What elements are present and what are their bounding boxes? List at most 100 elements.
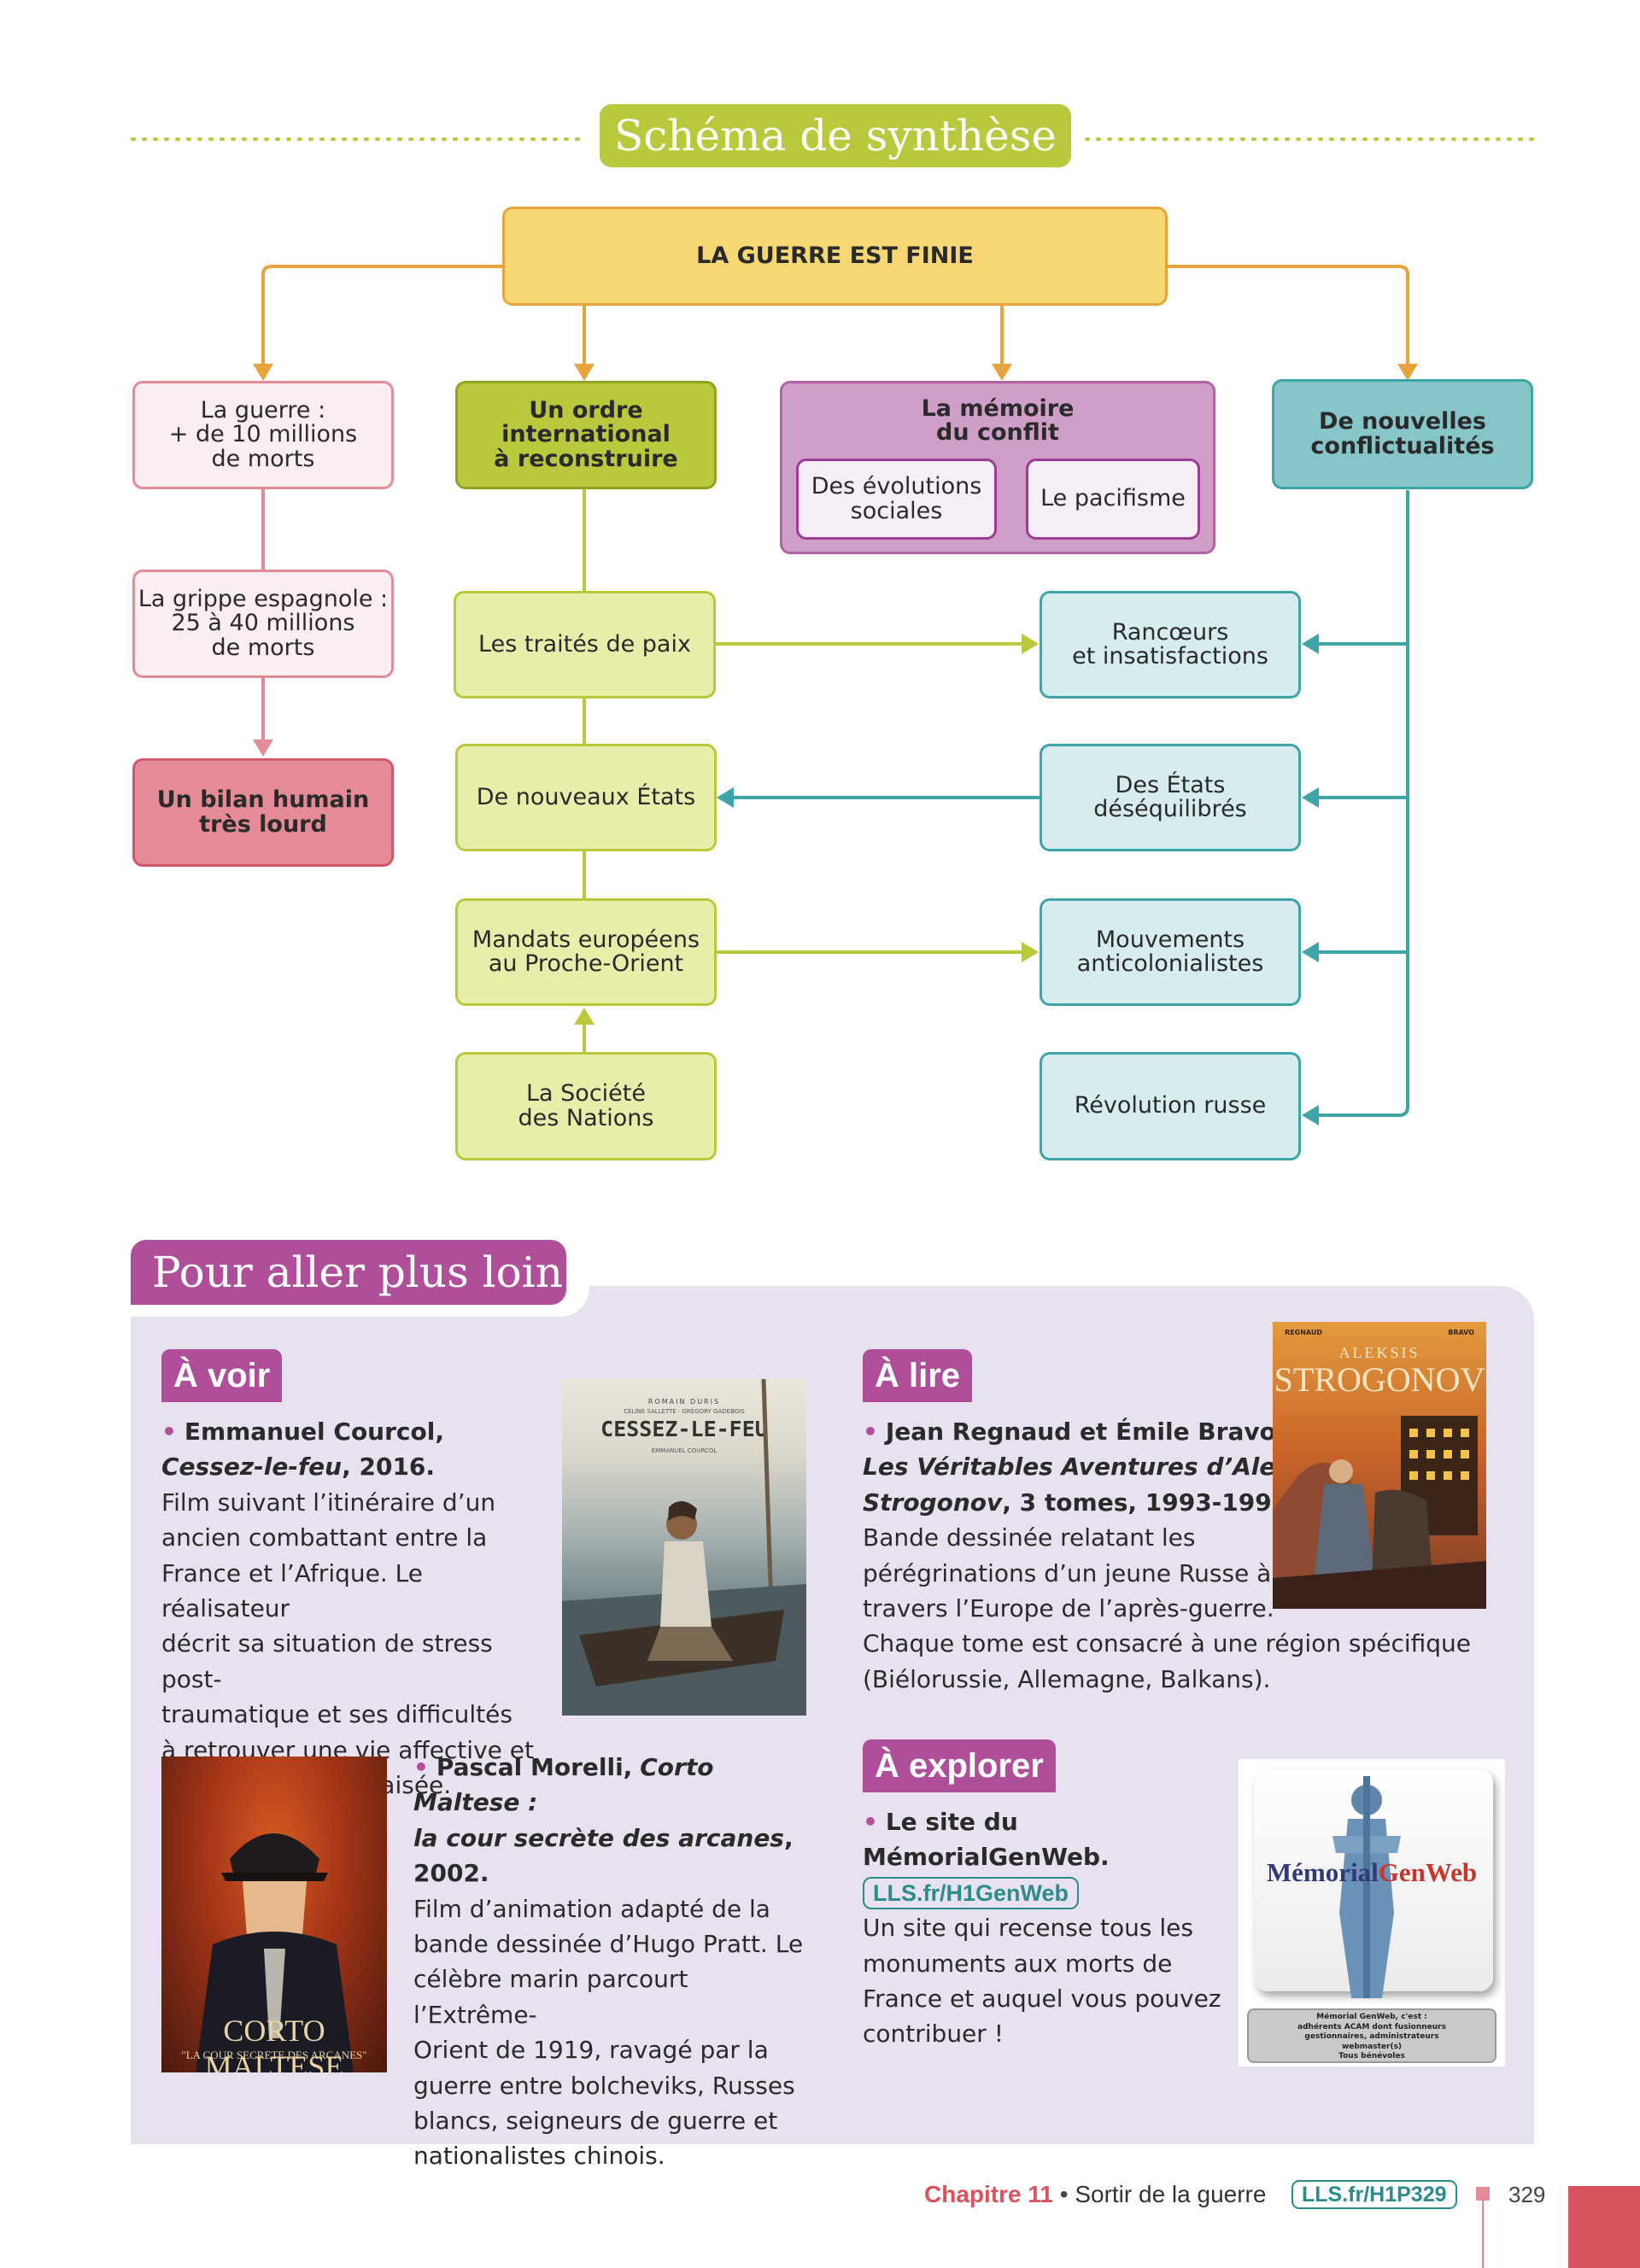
logo-caption: Mémorial GenWeb, c'est : adhérents ACAM … [1247, 2008, 1496, 2063]
node-line: Rancœurs [1112, 621, 1229, 645]
a-voir-item-2: • Pascal Morelli, Corto Maltese : la cou… [413, 1750, 815, 2174]
desc-line: bande dessinée d’Hugo Pratt. Le [413, 1926, 815, 1961]
node-grippe: La grippe espagnole : 25 à 40 millions d… [132, 570, 394, 678]
footer-marker [1476, 2187, 1490, 2201]
desc-line: Film d’animation adapté de la [413, 1891, 815, 1926]
node-guerre-morts: La guerre : + de 10 millions de morts [132, 381, 394, 489]
footer-line: Chapitre 11 • Sortir de la guerre [924, 2177, 1266, 2212]
node-line: La guerre : [201, 399, 325, 423]
bullet: • [863, 1808, 878, 1836]
a-explorer-item: • Le site du MémorialGenWeb. LLS.fr/H1Ge… [863, 1804, 1239, 2052]
node-line: Un bilan humain [157, 788, 370, 812]
genweb-link[interactable]: LLS.fr/H1GenWeb [863, 1877, 1079, 1909]
node-line: des Nations [518, 1107, 654, 1131]
node-line: anticolonialistes [1077, 952, 1264, 976]
footer-marker-stem [1482, 2201, 1484, 2268]
desc-line: Un site qui recense tous les [863, 1910, 1239, 1945]
work-title-2: la cour secrète des arcanes [413, 1824, 784, 1852]
node-line: La Société [526, 1082, 646, 1106]
node-line: à reconstruire [494, 447, 677, 471]
synthesis-title: Schéma de synthèse [600, 104, 1071, 167]
logo-text-part2: GenWeb [1379, 1857, 1477, 1887]
logo-text-part1: Mémorial [1267, 1857, 1379, 1887]
node-line: De nouveaux États [477, 786, 695, 810]
node-line: et insatisfactions [1072, 645, 1268, 669]
page-number: 329 [1508, 2177, 1545, 2212]
node-traites: Les traités de paix [454, 591, 716, 699]
node-line: du conflit [936, 421, 1059, 445]
desc-line: contribuer ! [863, 2016, 1239, 2051]
desc-line: traumatique et ses difficultés [161, 1697, 554, 1732]
footer-separator: • [1053, 2181, 1075, 2207]
node-line: de morts [212, 636, 315, 660]
node-pacifisme: Le pacifisme [1026, 459, 1200, 540]
desc-line: célèbre marin parcourt l’Extrême- [413, 1961, 815, 2032]
node-line: de morts [212, 447, 315, 471]
node-nouveaux-etats: De nouveaux États [455, 744, 717, 851]
footer-red-tab [1568, 2186, 1640, 2268]
node-line: Révolution russe [1075, 1094, 1267, 1118]
site-title: Le site du MémorialGenWeb. [863, 1808, 1110, 1871]
cessez-le-feu-poster: ROMAIN DURIS CÉLINE SALLETTE · GRÉGORY G… [562, 1379, 806, 1716]
root-node: LA GUERRE EST FINIE [502, 207, 1168, 306]
node-line: conflictualités [1310, 435, 1494, 459]
node-line: très lourd [199, 813, 327, 837]
bullet: • [863, 1418, 878, 1446]
caption-line: Mémorial GenWeb, c'est : [1249, 2013, 1495, 2023]
node-line: Des États [1116, 774, 1226, 798]
desc-line: France et auquel vous pouvez [863, 1981, 1239, 2016]
strogonov-cover: REGNAUD BRAVO ALEKSIS STROGONOV [1273, 1322, 1486, 1609]
caption-line: webmaster(s) [1249, 2043, 1495, 2053]
work-title: Cessez-le-feu [161, 1453, 342, 1481]
cover-illustration [1273, 1322, 1486, 1609]
desc-line: Orient de 1919, ravagé par la [413, 2032, 815, 2067]
author: Jean Regnaud et Émile Bravo, [886, 1418, 1286, 1446]
node-line: déséquilibrés [1093, 798, 1247, 821]
node-ordre: Un ordre international à reconstruire [455, 381, 717, 489]
desc-line: blancs, seigneurs de guerre et [413, 2103, 815, 2138]
caption-line: gestionnaires, administrateurs [1249, 2032, 1495, 2043]
node-etats-desequilibres: Des États déséquilibrés [1040, 744, 1301, 851]
footer-link[interactable]: LLS.fr/H1P329 [1292, 2180, 1457, 2209]
further-title: Pour aller plus loin [152, 1240, 563, 1305]
node-line: 25 à 40 millions [171, 611, 354, 635]
author: Emmanuel Courcol, [184, 1418, 444, 1446]
node-line: + de 10 millions [169, 423, 357, 447]
poster-illustration [562, 1379, 806, 1716]
node-conflictualites: De nouvelles conflictualités [1272, 379, 1533, 489]
footer-chapter-title: Sortir de la guerre [1075, 2181, 1266, 2207]
node-line: Un ordre [529, 399, 642, 423]
node-sdn: La Société des Nations [455, 1052, 717, 1160]
node-line: De nouvelles [1319, 410, 1486, 434]
memorialgenweb-logo: MémorialGenWeb Mémorial GenWeb, c'est : … [1239, 1759, 1505, 2066]
desc-line: décrit sa situation de stress post- [161, 1626, 554, 1697]
caption-line: adhérents ACAM dont fusionneurs [1249, 2023, 1495, 2033]
node-line: au Proche-Orient [489, 952, 683, 976]
work-year: , 2016. [342, 1453, 435, 1481]
node-mandats: Mandats européens au Proche-Orient [455, 898, 717, 1006]
node-evolutions: Des évolutions sociales [796, 459, 997, 540]
node-revolution: Révolution russe [1040, 1052, 1301, 1160]
caption-line: Tous bénévoles [1249, 2052, 1495, 2062]
node-rancoeurs: Rancœurs et insatisfactions [1040, 591, 1301, 699]
desc-line: nationalistes chinois. [413, 2138, 815, 2173]
footer-chapter: Chapitre 11 [924, 2181, 1053, 2207]
desc-line: Chaque tome est consacré à une région sp… [863, 1626, 1512, 1661]
node-line: sociales [851, 500, 943, 523]
work-title-2: Strogonov [863, 1488, 1002, 1517]
node-line: international [501, 423, 671, 447]
a-lire-tag: À lire [863, 1349, 972, 1402]
node-line: Mandats européens [472, 928, 700, 952]
desc-line: guerre entre bolcheviks, Russes [413, 2068, 815, 2103]
node-line: Des évolutions [811, 475, 982, 499]
node-line: La grippe espagnole : [138, 587, 388, 611]
poster-subtitle: "LA COUR SECRETE DES ARCANES" [161, 2049, 387, 2062]
corto-maltese-poster: CORTO MALTESE "LA COUR SECRETE DES ARCAN… [161, 1757, 387, 2072]
desc-line: France et l’Afrique. Le réalisateur [161, 1556, 554, 1627]
work-title: Les Véritables Aventures d’Aleksis [863, 1453, 1328, 1481]
node-line: Le pacifisme [1040, 487, 1186, 511]
a-voir-tag: À voir [161, 1349, 282, 1402]
author: Pascal Morelli, [436, 1753, 633, 1781]
poster-title: CORTO MALTESE [161, 2013, 387, 2072]
node-line: Les traités de paix [478, 633, 691, 657]
